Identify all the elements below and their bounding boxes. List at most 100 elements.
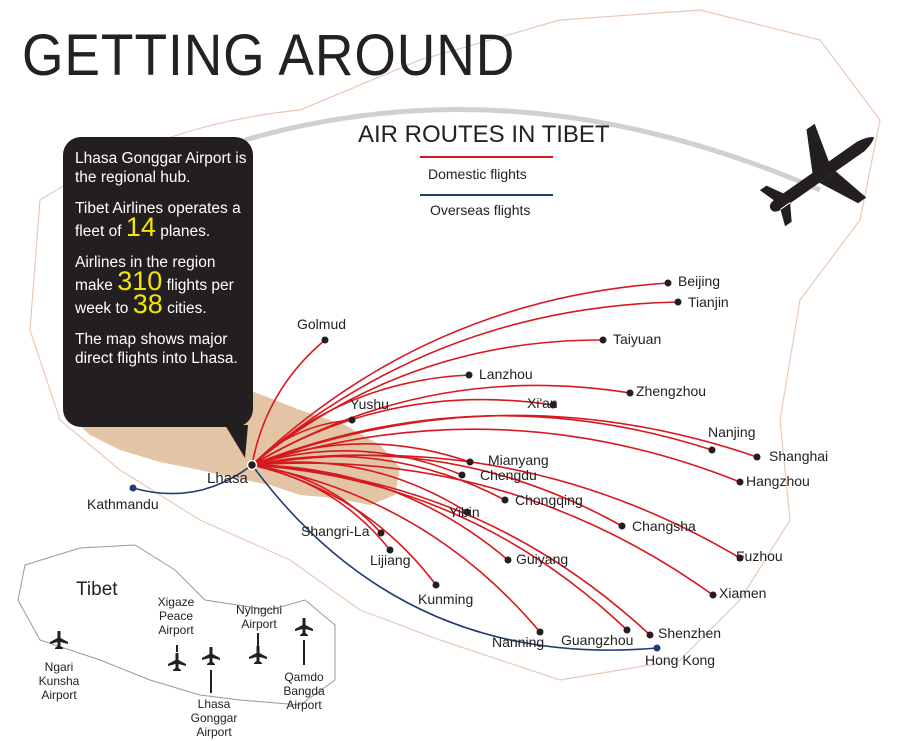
city-label: Chongqing — [515, 492, 583, 508]
hub-label: Lhasa — [207, 470, 248, 487]
city-dot — [377, 529, 385, 537]
city-label: Guangzhou — [561, 632, 634, 648]
city-dot — [549, 401, 557, 409]
fleet-count: 14 — [125, 212, 156, 242]
inset-airport-lhasa: Lhasa Gonggar Airport — [190, 697, 238, 739]
route-overseas — [132, 464, 253, 495]
route-domestic — [251, 339, 326, 466]
callout-flights-text: Airlines in the region make 310 flights … — [75, 254, 234, 319]
route-domestic — [251, 282, 669, 466]
inset-region-label: Tibet — [76, 579, 118, 600]
city-label: Hangzhou — [746, 473, 810, 489]
city-dot — [501, 496, 509, 504]
city-label: Yushu — [350, 396, 389, 412]
city-dot — [465, 371, 473, 379]
info-callout: Lhasa Gonggar Airport is the regional hu… — [63, 137, 253, 427]
city-dot — [599, 336, 607, 344]
hub-dot — [246, 459, 258, 471]
city-dot — [618, 522, 626, 530]
route-domestic — [251, 450, 463, 476]
city-dot — [463, 508, 471, 516]
city-dot — [709, 591, 717, 599]
city-dot — [129, 484, 137, 492]
city-label: Shangri-La — [301, 523, 370, 539]
city-label: Yibin — [449, 504, 480, 520]
route-domestic — [251, 414, 758, 466]
route-domestic — [251, 464, 437, 586]
city-dot — [504, 556, 512, 564]
route-domestic — [251, 398, 554, 466]
city-dot — [674, 298, 682, 306]
city-dot — [466, 458, 474, 466]
route-domestic — [251, 464, 541, 633]
city-label: Changsha — [632, 518, 696, 534]
city-label: Xi'an — [527, 395, 558, 411]
route-domestic — [251, 339, 604, 466]
city-dot — [646, 631, 654, 639]
city-label: Nanning — [492, 634, 545, 650]
airport-plane-icon — [249, 633, 267, 664]
city-dot — [653, 644, 661, 652]
inset-airport-xigaze: Xigaze Peace Airport — [157, 595, 195, 637]
city-dot — [386, 546, 394, 554]
callout-fleet-text: Tibet Airlines operates a fleet of 14 pl… — [75, 200, 241, 242]
inset-tibet-outline — [17, 544, 336, 706]
city-label: Kunming — [418, 591, 474, 607]
route-overseas — [251, 464, 658, 651]
inset-airport-qamdo: Qamdo Bangda Airport — [283, 670, 325, 712]
city-label: Golmud — [297, 316, 347, 332]
city-dot — [348, 416, 356, 424]
city-dot — [664, 279, 672, 287]
city-label: Tianjin — [688, 294, 729, 310]
city-dot — [432, 581, 440, 589]
city-dot — [736, 554, 744, 562]
city-label: Chengdu — [480, 467, 537, 483]
city-dot — [623, 626, 631, 634]
city-label: Taiyuan — [613, 331, 662, 347]
route-domestic — [251, 464, 628, 631]
city-dot — [458, 471, 466, 479]
city-dot — [626, 389, 634, 397]
airport-plane-icon — [168, 645, 186, 671]
route-domestic — [251, 462, 714, 596]
legend-title: AIR ROUTES IN TIBET — [358, 121, 610, 148]
airport-plane-icon — [202, 647, 220, 693]
airplane-icon — [759, 123, 875, 227]
city-label: Xiamen — [719, 585, 767, 601]
city-label: Beijing — [678, 273, 721, 289]
city-dot — [753, 453, 761, 461]
city-label: Fuzhou — [736, 548, 783, 564]
city-dot — [321, 336, 329, 344]
city-dot — [736, 478, 744, 486]
city-label: Kathmandu — [87, 496, 159, 512]
city-label: Lijiang — [370, 552, 411, 568]
city-label: Guiyang — [516, 551, 569, 567]
route-domestic — [251, 301, 679, 466]
route-domestic — [251, 454, 741, 559]
city-label: Mianyang — [488, 452, 549, 468]
flights-count: 310 — [117, 266, 163, 296]
callout-pointer — [225, 425, 248, 458]
cities-count: 38 — [132, 289, 163, 319]
inset-airport-nyingchi: Nyingchi Airport — [235, 603, 283, 631]
city-label: Shenzhen — [658, 625, 722, 641]
city-dot — [536, 628, 544, 636]
inset-airport-ngari: Ngari Kunsha Airport — [38, 660, 80, 702]
page-title: GETTING AROUND — [22, 23, 516, 88]
city-label: Shanghai — [769, 448, 829, 464]
legend-overseas-label: Overseas flights — [430, 202, 531, 218]
callout-map-text: The map shows major direct flights into … — [75, 331, 238, 367]
city-label: Hong Kong — [645, 652, 716, 668]
city-dot — [708, 446, 716, 454]
route-domestic — [251, 419, 353, 466]
airport-plane-icon — [50, 631, 68, 649]
city-label: Zhengzhou — [636, 383, 707, 399]
route-domestic — [251, 428, 741, 483]
route-domestic — [251, 461, 468, 513]
callout-hub-text: Lhasa Gonggar Airport is the regional hu… — [75, 150, 247, 186]
flight-arc — [244, 107, 821, 193]
airport-plane-icon — [295, 618, 313, 665]
legend-domestic-label: Domestic flights — [428, 166, 527, 182]
